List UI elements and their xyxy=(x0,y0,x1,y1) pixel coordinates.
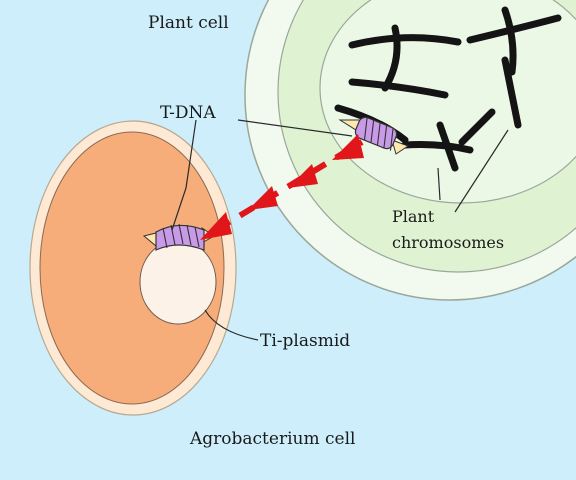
plant-cell xyxy=(244,0,576,301)
chromosome xyxy=(458,108,496,146)
label-t-dna: T-DNA xyxy=(160,103,216,123)
leader-lines xyxy=(171,119,509,341)
chromosome xyxy=(436,121,459,172)
chromosome xyxy=(348,78,449,99)
chromosome xyxy=(348,34,462,49)
arrowhead xyxy=(332,134,364,160)
arrowhead xyxy=(200,212,232,240)
label-ti-plasmid: Ti-plasmid xyxy=(260,331,350,351)
chromosome xyxy=(501,6,517,76)
ti-plasmid-leader xyxy=(204,309,259,341)
chromosome xyxy=(401,141,474,154)
t-dna-transfer-arrows xyxy=(200,134,364,240)
chromosome xyxy=(501,56,522,129)
label-plant-chromosomes-line2: chromosomes xyxy=(392,233,504,252)
integrated-t-dna xyxy=(338,116,410,155)
ti-plasmid-icon xyxy=(139,239,217,325)
t-dna-leader xyxy=(171,119,197,231)
bacterium-body xyxy=(39,131,225,405)
chromosomes-leader xyxy=(454,129,509,213)
chromosome xyxy=(466,14,562,44)
arrowhead xyxy=(288,164,318,188)
label-plant-chromosomes-line1: Plant xyxy=(392,207,435,226)
label-agrobacterium-cell: Agrobacterium cell xyxy=(189,429,355,449)
t-dna-leader xyxy=(237,119,353,137)
label-plant-cell: Plant cell xyxy=(148,13,229,33)
agrobacterium-cell xyxy=(29,120,237,416)
arrowhead xyxy=(248,186,278,210)
plasmid-t-dna xyxy=(142,223,215,251)
chromosomes-leader xyxy=(437,167,441,201)
